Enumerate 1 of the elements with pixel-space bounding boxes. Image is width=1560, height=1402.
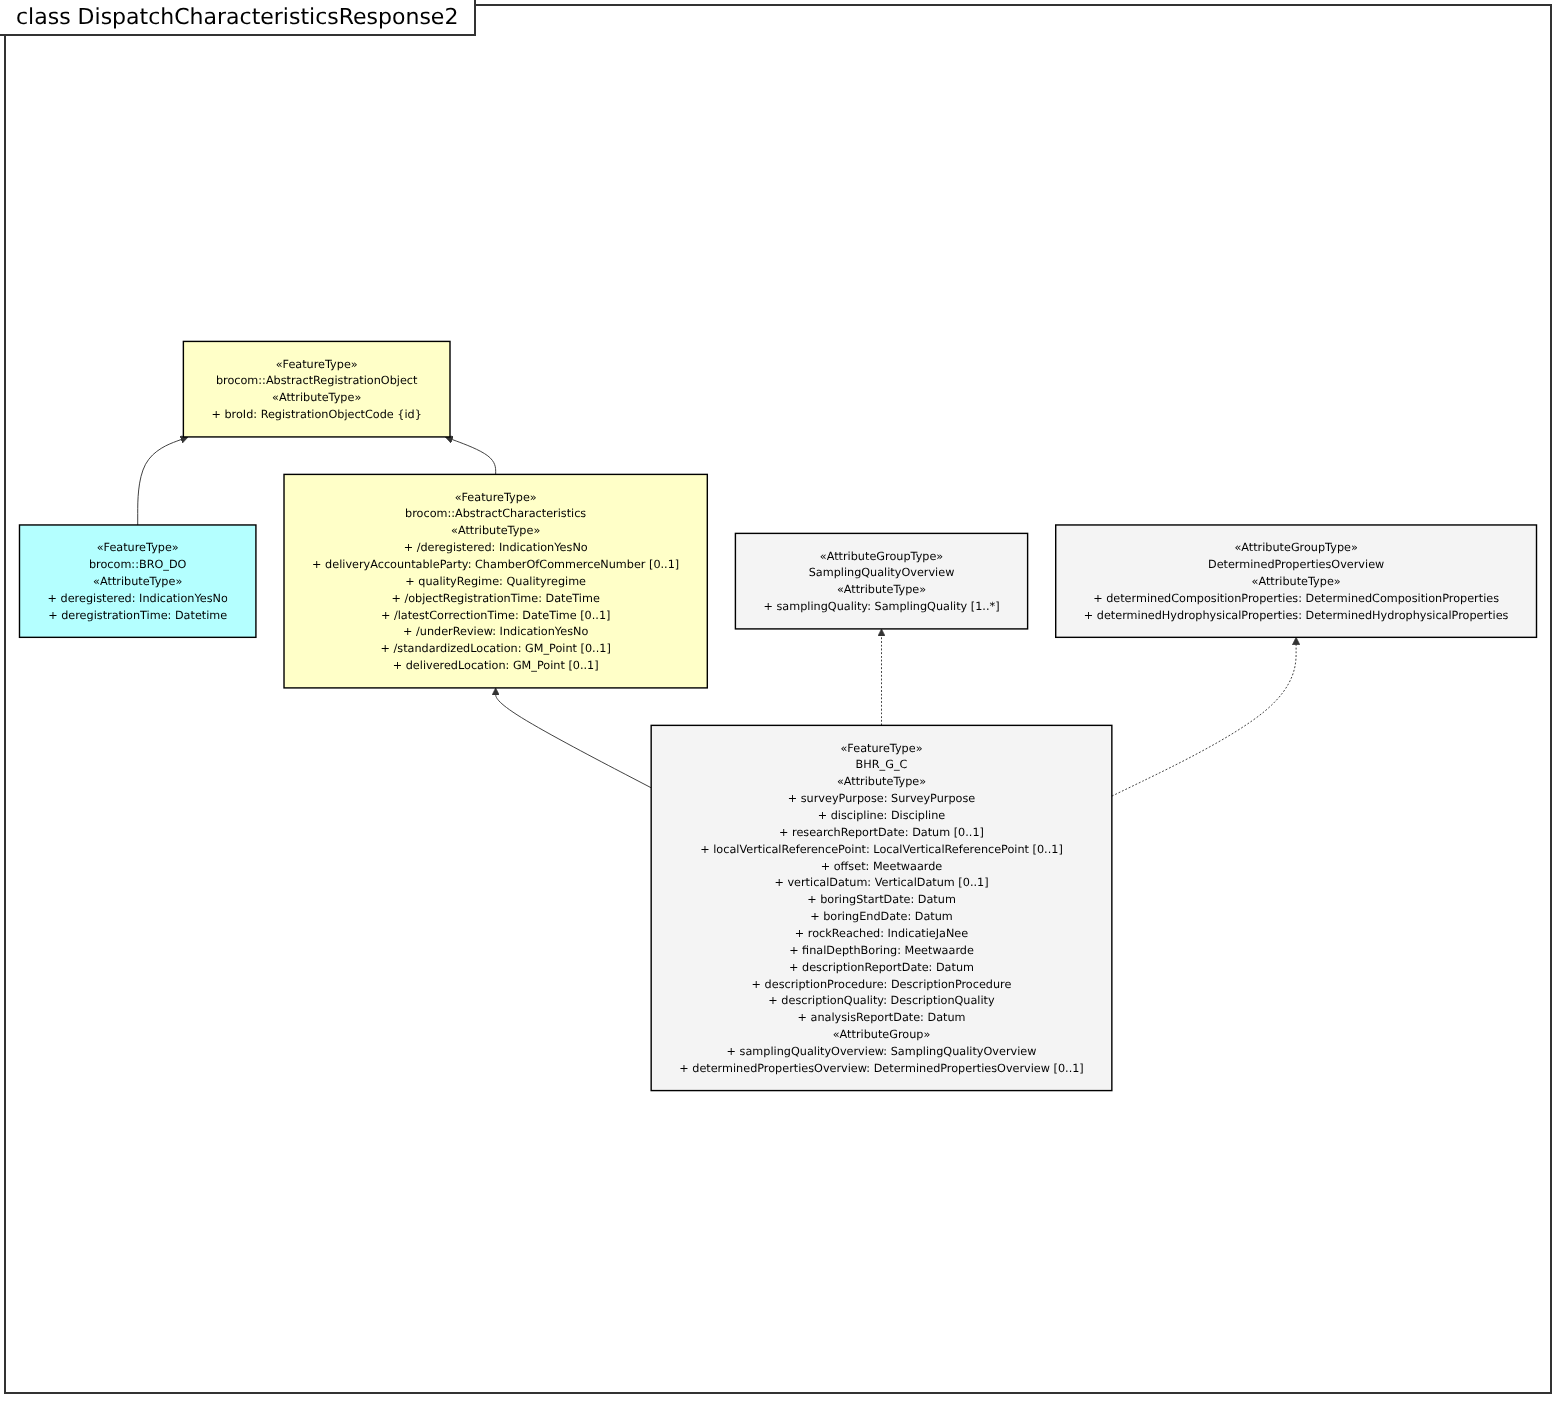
diagram-title: class DispatchCharacteristicsResponse2 [0,0,477,36]
